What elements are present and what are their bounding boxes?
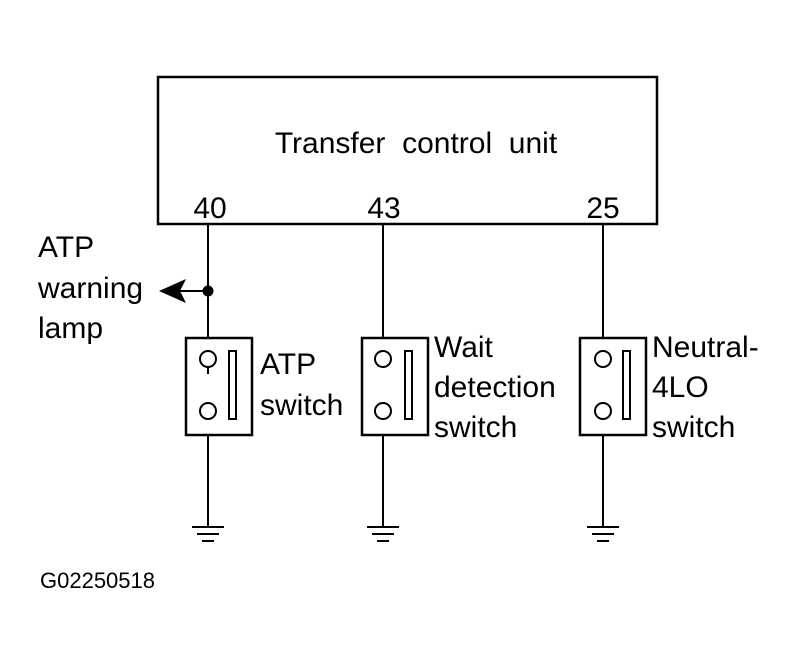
atp-warning-lamp-branch: ATP warning lamp bbox=[37, 231, 214, 345]
atp-switch-box bbox=[184, 336, 254, 437]
wait-switch-label-line-3: switch bbox=[434, 411, 517, 444]
wait-switch-label-line-1: Wait bbox=[434, 331, 494, 364]
transfer-control-unit: Transfer control unit 40 43 25 bbox=[156, 75, 659, 226]
control-unit-title: Transfer control unit bbox=[275, 127, 558, 160]
ground-symbol-icon bbox=[192, 526, 224, 542]
warning-lamp-label-line-3: lamp bbox=[38, 312, 103, 345]
warning-lamp-label-line-2: warning bbox=[37, 272, 143, 305]
neutral-switch-label-line-1: Neutral- bbox=[652, 331, 759, 364]
warning-lamp-label-line-1: ATP bbox=[38, 231, 94, 264]
control-unit-box bbox=[156, 75, 659, 226]
atp-switch-label-line-2: switch bbox=[260, 389, 343, 422]
neutral-switch-label-line-2: 4LO bbox=[652, 371, 709, 404]
switch-blade bbox=[404, 350, 413, 420]
switch-contact-icon bbox=[374, 350, 392, 368]
wait-switch-box bbox=[360, 336, 430, 437]
atp-switch-label-line-1: ATP bbox=[260, 348, 316, 381]
neutral-switch-box bbox=[578, 336, 648, 437]
neutral-switch-label-line-3: switch bbox=[652, 411, 735, 444]
switch-contact-icon bbox=[199, 402, 217, 420]
figure-code: G02250518 bbox=[40, 568, 155, 593]
wait-switch-label-line-2: detection bbox=[434, 371, 556, 404]
arrow-left-icon bbox=[159, 279, 186, 303]
neutral-4lo-switch: Neutral- 4LO switch bbox=[578, 331, 759, 444]
pin-43-label: 43 bbox=[367, 192, 400, 225]
switch-contact-icon bbox=[199, 350, 217, 368]
pin-25-label: 25 bbox=[586, 192, 619, 225]
atp-switch: ATP switch bbox=[184, 336, 343, 437]
switch-blade bbox=[228, 350, 237, 420]
wait-detection-switch: Wait detection switch bbox=[360, 331, 556, 444]
ground-symbol-icon bbox=[367, 526, 399, 542]
switch-contact-icon bbox=[594, 350, 612, 368]
pin-40-label: 40 bbox=[193, 192, 226, 225]
switch-contact-icon bbox=[594, 402, 612, 420]
ground-symbol-icon bbox=[587, 526, 619, 542]
switch-blade bbox=[622, 350, 631, 420]
switch-contact-icon bbox=[374, 402, 392, 420]
